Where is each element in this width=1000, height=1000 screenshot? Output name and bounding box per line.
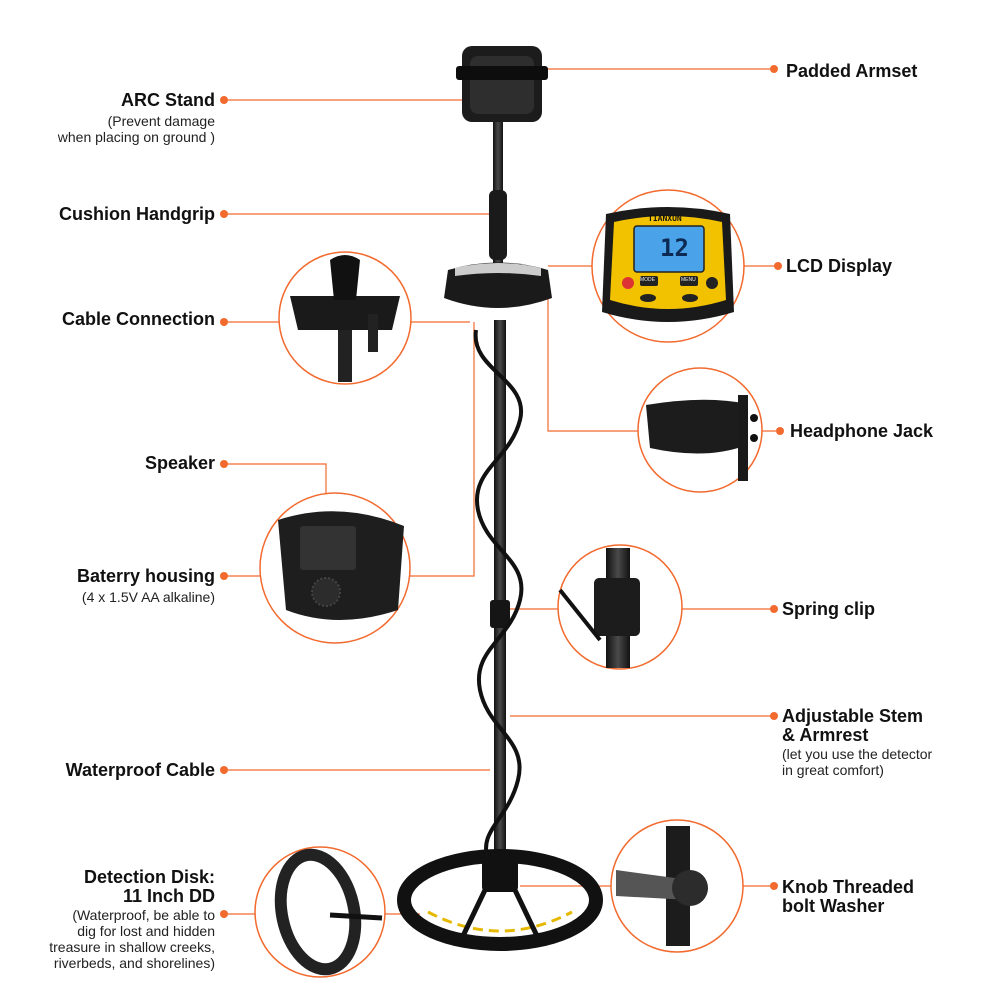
label-battery-housing-sub: (4 x 1.5V AA alkaline) xyxy=(81,589,215,605)
label-adjustable-stem-1: Adjustable Stem xyxy=(782,706,924,726)
label-adjustable-stem-sub1: (let you use the detector xyxy=(782,746,933,762)
label-arc-stand: ARC Stand xyxy=(121,90,215,110)
lower-stem xyxy=(494,320,506,865)
dot-detection-disk xyxy=(220,910,228,918)
lcd-menu-button: MENU xyxy=(681,277,696,283)
detection-disk-detail xyxy=(274,848,383,976)
spring-clip-part xyxy=(490,600,510,628)
label-detection-disk-2: 11 Inch DD xyxy=(122,886,215,906)
label-adjustable-stem-sub2: in great comfort) xyxy=(782,762,884,778)
dot-cable-connection xyxy=(220,318,228,326)
label-cable-connection: Cable Connection xyxy=(61,309,215,329)
label-speaker: Speaker xyxy=(144,453,215,473)
handgrip-foam xyxy=(489,190,507,260)
search-coil xyxy=(397,849,603,951)
label-arc-stand-sub2: when placing on ground ) xyxy=(57,129,215,145)
label-adjustable-stem-2: & Armrest xyxy=(782,725,869,745)
detection-disk-zoom xyxy=(254,846,386,978)
dot-battery-housing xyxy=(220,572,228,580)
label-battery-housing: Baterry housing xyxy=(76,566,215,586)
dot-padded-armset xyxy=(770,65,778,73)
spring-clip-detail xyxy=(558,548,640,668)
label-waterproof-cable: Waterproof Cable xyxy=(65,760,215,780)
lcd-brand-text: TIANXUN xyxy=(648,214,682,223)
lcd-mode-button: MODE xyxy=(640,277,655,283)
battery-housing-detail xyxy=(278,511,404,620)
waterproof-cable-coil xyxy=(473,329,524,861)
lcd-reading: 12 xyxy=(660,234,689,262)
label-headphone-jack: Headphone Jack xyxy=(790,421,934,441)
label-arc-stand-sub1: (Prevent damage xyxy=(107,113,215,129)
label-knob-washer-2: bolt Washer xyxy=(782,896,885,916)
label-knob-washer-1: Knob Threaded xyxy=(782,877,915,897)
dot-arc-stand xyxy=(220,96,228,104)
dot-cushion-handgrip xyxy=(220,210,228,218)
lcd-device xyxy=(602,207,734,322)
dot-lcd-display xyxy=(774,262,782,270)
label-detection-disk-sub3: treasure in shallow creeks, xyxy=(49,939,215,955)
label-detection-disk-sub4: riverbeds, and shorelines) xyxy=(53,955,215,971)
label-spring-clip: Spring clip xyxy=(782,599,876,619)
dot-spring-clip xyxy=(770,605,778,613)
label-cushion-handgrip: Cushion Handgrip xyxy=(59,204,215,224)
dot-headphone-jack xyxy=(776,427,784,435)
headphone-jack-detail xyxy=(646,395,758,481)
label-detection-disk-sub2: dig for lost and hidden xyxy=(77,923,215,939)
dot-speaker xyxy=(220,460,228,468)
cable-connector-detail xyxy=(290,255,400,382)
dot-waterproof-cable xyxy=(220,766,228,774)
label-detection-disk-1: Detection Disk: xyxy=(83,867,215,887)
dot-knob-washer xyxy=(770,882,778,890)
knob-washer-detail xyxy=(616,826,708,946)
dot-adjustable-stem xyxy=(770,712,778,720)
label-lcd-display: LCD Display xyxy=(786,256,893,276)
label-detection-disk-sub1: (Waterproof, be able to xyxy=(72,907,215,923)
label-padded-armset: Padded Armset xyxy=(786,61,918,81)
